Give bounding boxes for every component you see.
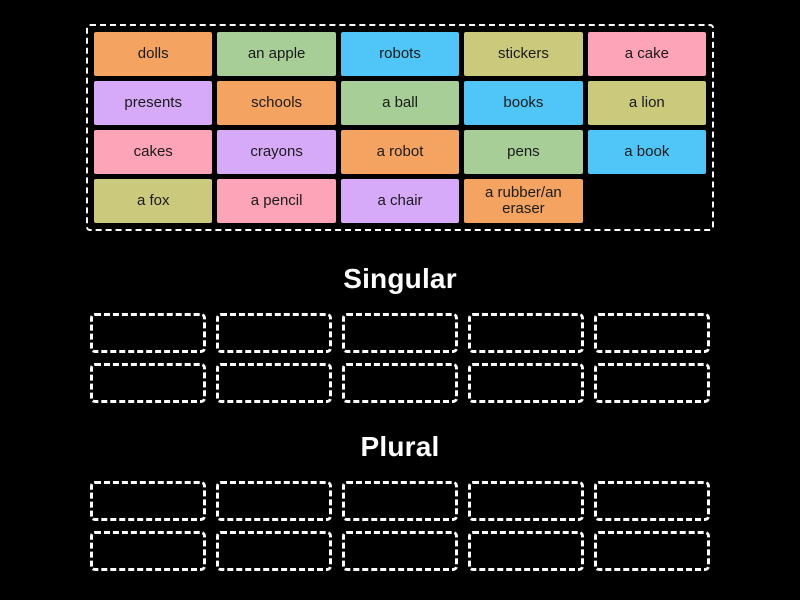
word-tile[interactable]: books bbox=[464, 81, 583, 125]
dropzone-plural[interactable] bbox=[594, 531, 710, 571]
word-tile[interactable]: cakes bbox=[94, 130, 213, 174]
dropzone-plural[interactable] bbox=[468, 531, 584, 571]
word-tile[interactable]: stickers bbox=[464, 32, 583, 76]
word-tile[interactable]: schools bbox=[217, 81, 336, 125]
dropzone-row bbox=[90, 531, 710, 571]
dropzone-plural[interactable] bbox=[342, 531, 458, 571]
word-tile[interactable]: pens bbox=[464, 130, 583, 174]
word-tile-empty bbox=[588, 179, 706, 223]
dropzone-plural[interactable] bbox=[216, 481, 332, 521]
word-tile[interactable]: robots bbox=[340, 32, 460, 76]
word-tile[interactable]: an apple bbox=[217, 32, 336, 76]
word-tile[interactable]: a lion bbox=[587, 81, 707, 125]
dropzone-singular[interactable] bbox=[342, 313, 458, 353]
word-tile[interactable]: a fox bbox=[94, 179, 213, 223]
dropzone-singular[interactable] bbox=[342, 363, 458, 403]
dropzone-singular[interactable] bbox=[90, 363, 206, 403]
word-tile[interactable]: a rubber/an eraser bbox=[464, 179, 583, 223]
word-tile[interactable]: a pencil bbox=[217, 179, 336, 223]
word-tile[interactable]: dolls bbox=[94, 32, 213, 76]
dropzone-plural[interactable] bbox=[342, 481, 458, 521]
word-tile[interactable]: crayons bbox=[217, 130, 336, 174]
category-plural: Plural bbox=[86, 431, 714, 571]
dropzone-singular[interactable] bbox=[216, 363, 332, 403]
dropzone-singular[interactable] bbox=[594, 313, 710, 353]
word-tile[interactable]: a chair bbox=[340, 179, 460, 223]
dropzone-singular[interactable] bbox=[468, 363, 584, 403]
dropzone-plural[interactable] bbox=[90, 531, 206, 571]
word-tile[interactable]: a book bbox=[587, 130, 707, 174]
dropzone-grid-plural bbox=[90, 481, 710, 571]
dropzone-singular[interactable] bbox=[594, 363, 710, 403]
word-tile[interactable]: a cake bbox=[587, 32, 707, 76]
word-tile[interactable]: presents bbox=[94, 81, 213, 125]
dropzone-grid-singular bbox=[90, 313, 710, 403]
dropzone-singular[interactable] bbox=[216, 313, 332, 353]
word-tile[interactable]: a ball bbox=[340, 81, 460, 125]
dropzone-plural[interactable] bbox=[468, 481, 584, 521]
category-singular: Singular bbox=[86, 263, 714, 403]
category-title-plural: Plural bbox=[360, 431, 440, 462]
dropzone-plural[interactable] bbox=[90, 481, 206, 521]
dropzone-row bbox=[90, 363, 710, 403]
dropzone-plural[interactable] bbox=[216, 531, 332, 571]
dropzone-singular[interactable] bbox=[90, 313, 206, 353]
dropzone-row bbox=[90, 313, 710, 353]
dropzone-plural[interactable] bbox=[594, 481, 710, 521]
dropzone-row bbox=[90, 481, 710, 521]
category-title-singular: Singular bbox=[343, 263, 457, 294]
dropzone-singular[interactable] bbox=[468, 313, 584, 353]
word-tile[interactable]: a robot bbox=[340, 130, 460, 174]
